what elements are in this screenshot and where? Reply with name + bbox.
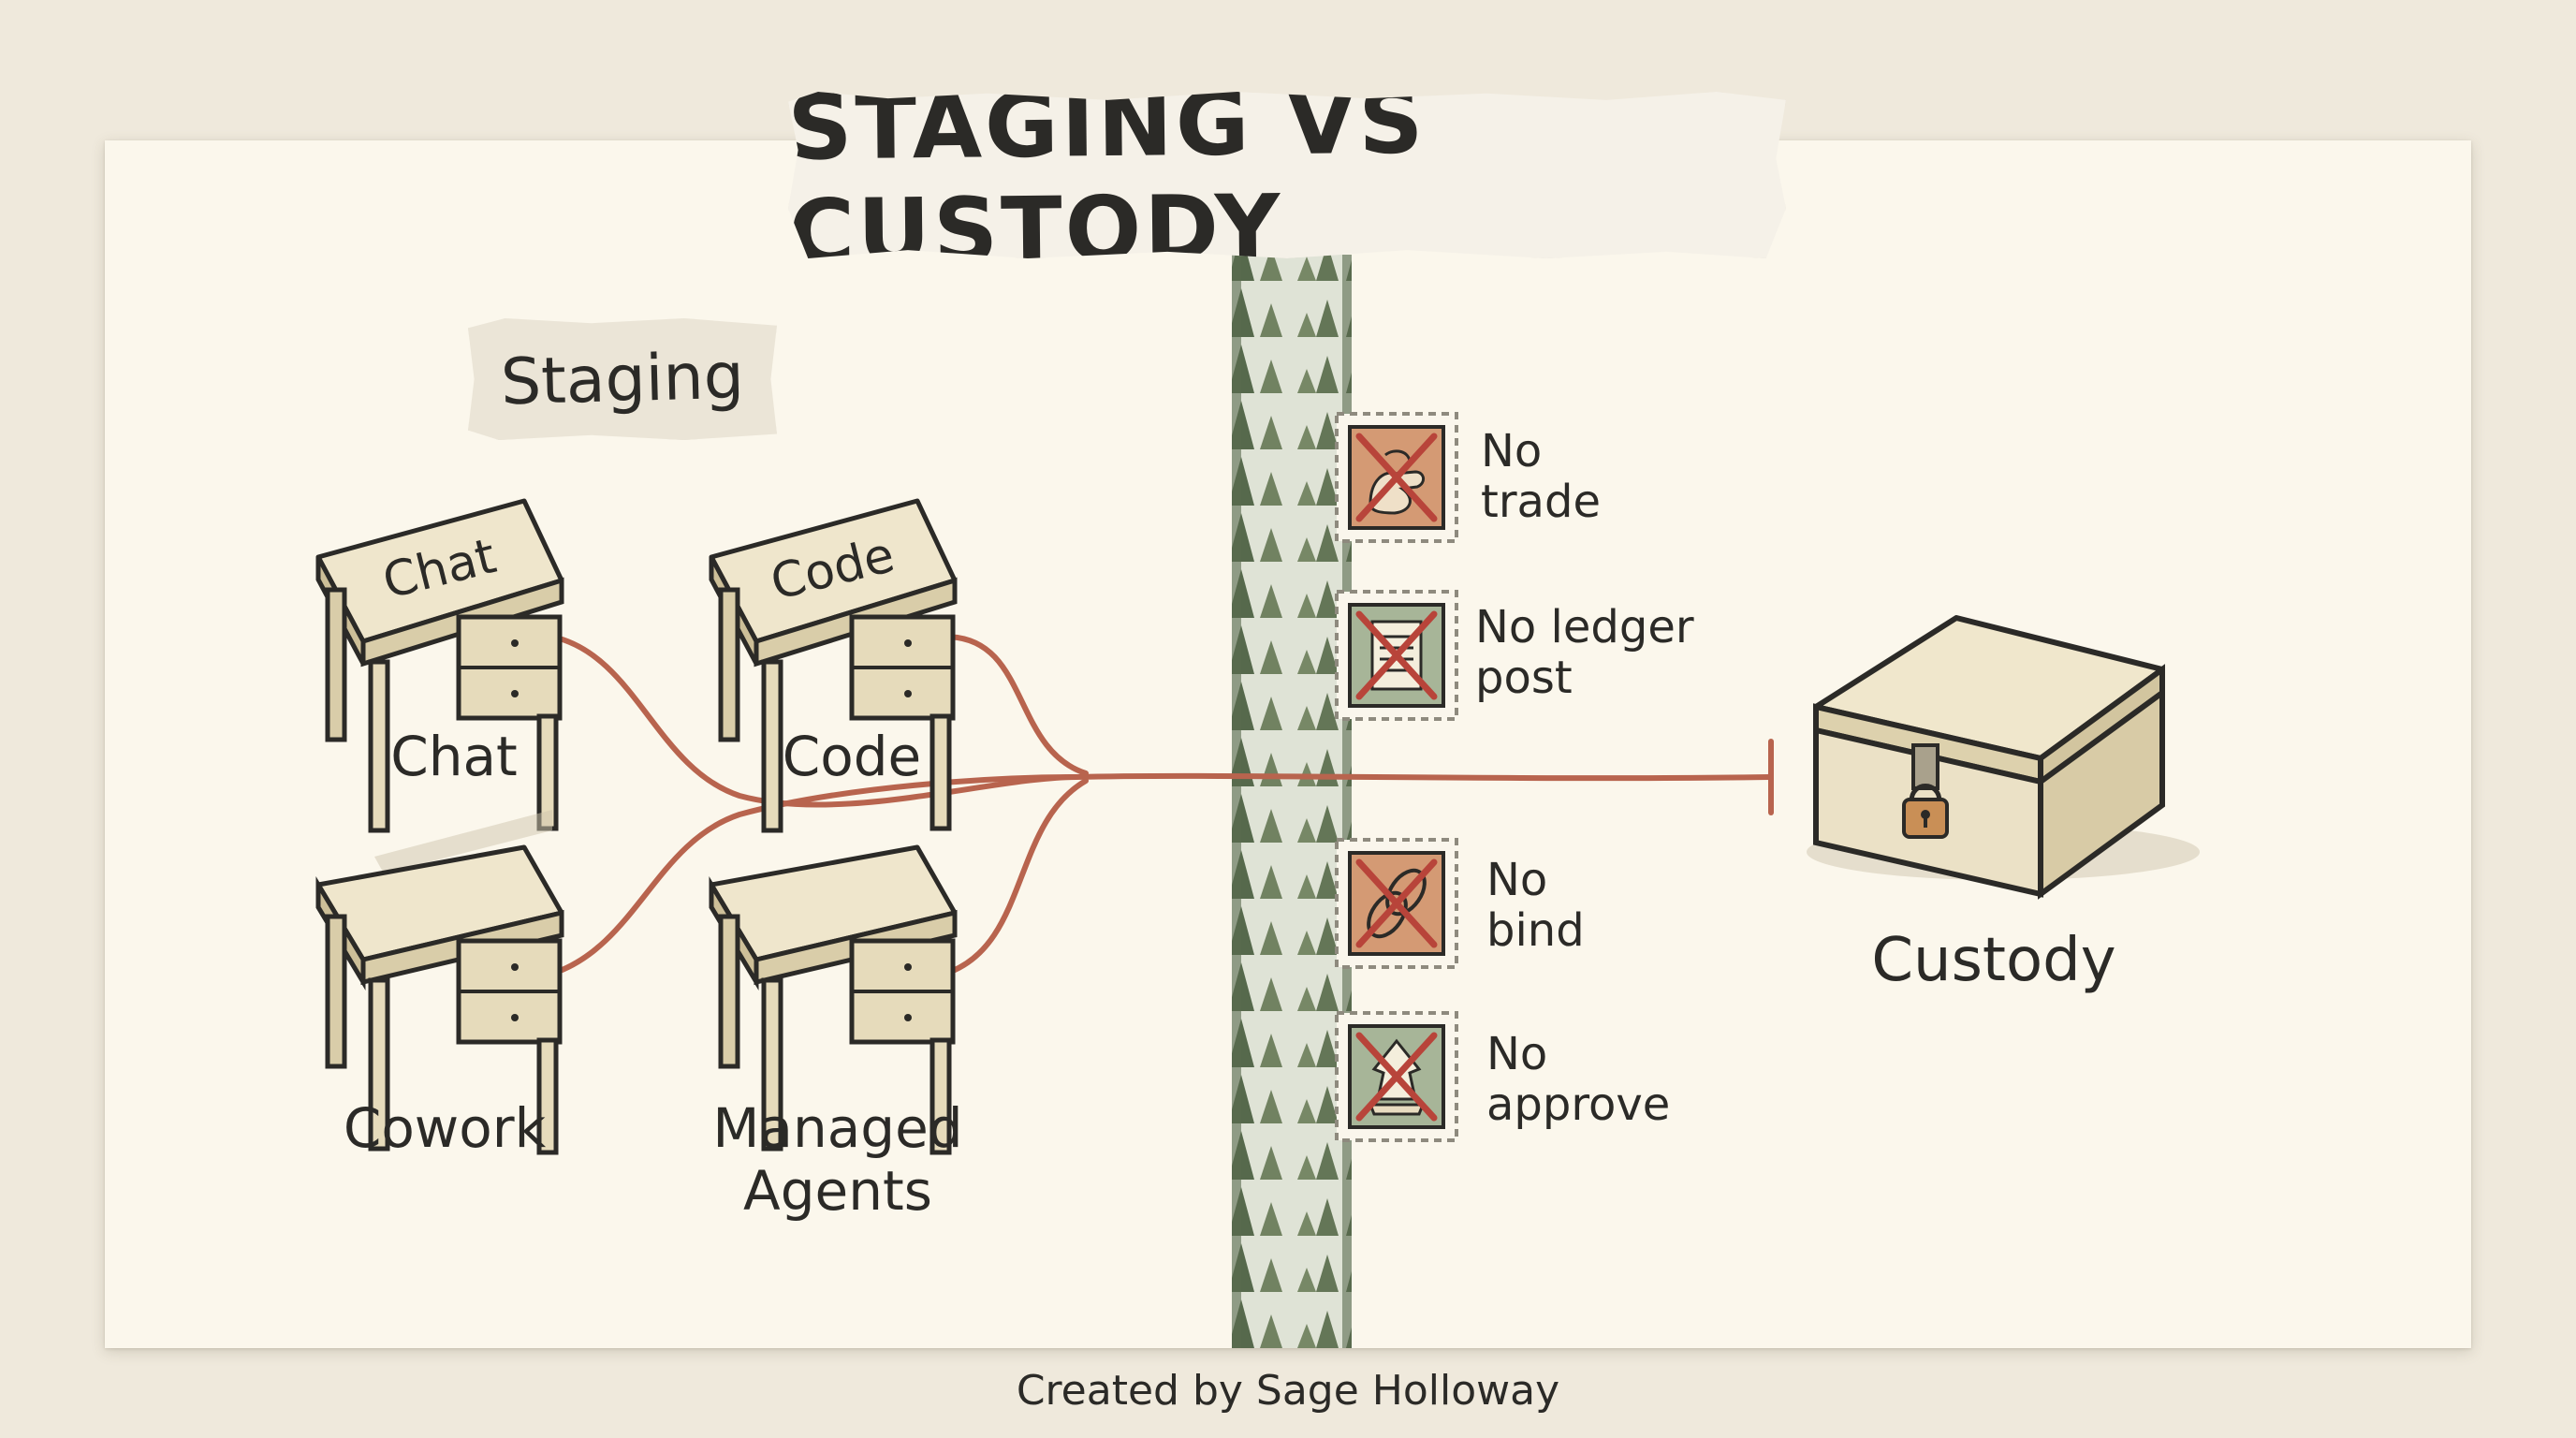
title-banner: STAGING VS CUSTODY [788, 92, 1786, 258]
forest-divider [1232, 255, 1352, 1348]
footer-credit: Created by Sage Holloway [1016, 1367, 1560, 1415]
stamp-no-trade [1335, 412, 1458, 543]
padlock-icon [1902, 743, 1949, 839]
staging-tag: Staging [468, 318, 777, 440]
desk-managed-agents-caption-line1: Managed [712, 1096, 963, 1160]
path-code [943, 634, 1089, 776]
staging-label: Staging [500, 339, 745, 419]
no-bind-line2: bind [1486, 903, 1585, 957]
desk-managed-agents [709, 844, 958, 1155]
no-approve-line2: approve [1486, 1078, 1671, 1131]
no-approve-line1: No [1486, 1028, 1548, 1080]
desk-chat [315, 498, 564, 873]
no-ledger-post-line1: No ledger [1475, 601, 1694, 653]
no-trade-line1: No [1481, 425, 1543, 477]
path-main [1074, 772, 1772, 782]
path-cowork [549, 774, 1079, 976]
path-chat [549, 634, 1079, 808]
stamp-no-ledger-post [1335, 590, 1458, 721]
desk-code [709, 498, 958, 833]
desk-cowork-caption: Cowork [343, 1096, 547, 1160]
no-bind-line1: No [1486, 854, 1548, 906]
desk-code-caption: Code [782, 725, 922, 788]
no-approve-label: No approve [1486, 1028, 1786, 1131]
custody-chest [1807, 615, 2200, 900]
no-bind-label: No bind [1486, 854, 1786, 957]
desk-cowork [315, 844, 564, 1155]
desk-chat-caption: Chat [390, 725, 518, 788]
custody-caption: Custody [1871, 926, 2116, 995]
flow-paths [549, 634, 1774, 976]
no-trade-line2: trade [1481, 475, 1601, 528]
no-ledger-post-label: No ledger post [1475, 601, 1775, 704]
no-trade-label: No trade [1481, 425, 1780, 528]
desk-managed-agents-caption-line2: Agents [743, 1158, 932, 1223]
desk-managed-agents-caption: Managed Agents [711, 1097, 964, 1222]
stamp-no-approve [1335, 1011, 1458, 1142]
path-managed [943, 778, 1089, 976]
no-ledger-post-line2: post [1475, 651, 1573, 704]
stamp-no-bind [1335, 838, 1458, 969]
